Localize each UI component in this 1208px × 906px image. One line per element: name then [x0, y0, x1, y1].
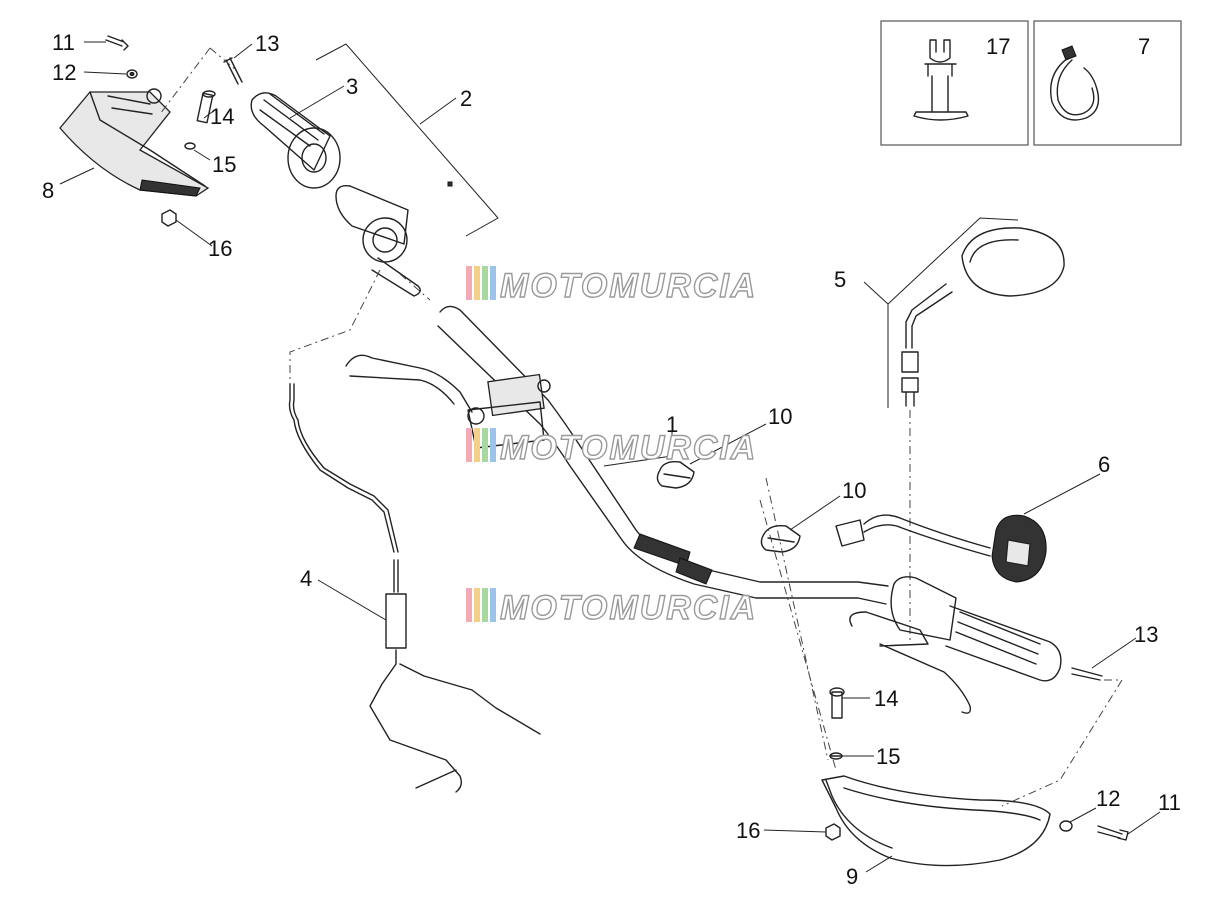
screw-11-left	[105, 35, 129, 51]
callout-10-lower: 10	[842, 478, 866, 503]
callout-12-left: 12	[52, 60, 76, 85]
washer-12-right	[1059, 820, 1073, 832]
callout-7: 7	[1138, 34, 1150, 59]
throttle-housing	[335, 181, 453, 297]
mirror	[901, 227, 1065, 407]
inset-box-17	[880, 20, 1029, 146]
callout-17: 17	[986, 34, 1010, 59]
callout-3: 3	[346, 74, 358, 99]
clip-10-upper	[656, 460, 695, 489]
screw-11-right	[1097, 825, 1129, 841]
callout-6: 6	[1098, 452, 1110, 477]
bolt-14-right	[829, 687, 845, 719]
watermark-text: MOTOMURCIA	[500, 589, 757, 627]
callout-11-right: 11	[1158, 790, 1181, 815]
callout-15-right: 15	[876, 744, 900, 769]
callout-16-left: 16	[208, 236, 232, 261]
nut-16-right	[825, 823, 841, 841]
throttle-grip	[250, 92, 341, 189]
callout-labels: 11 12 13 3 2 14 15 8 16 17 7 5 1 10 10 6…	[42, 30, 1181, 889]
hand-guard-left	[59, 88, 210, 197]
callout-9: 9	[846, 864, 858, 889]
callout-11-left: 11	[52, 30, 75, 55]
washer-12-left	[126, 69, 138, 79]
clip-10-lower	[760, 524, 801, 553]
watermark-text: MOTOMURCIA	[500, 267, 757, 305]
callout-16-right: 16	[736, 818, 760, 843]
handlebar	[437, 305, 889, 605]
callout-5: 5	[834, 267, 846, 292]
grip-right-assembly	[849, 576, 1062, 714]
callout-13-left: 13	[255, 31, 279, 56]
inset-box-7	[1033, 20, 1182, 146]
throttle-cable	[288, 383, 541, 793]
callout-14-right: 14	[874, 686, 898, 711]
screw-13-right	[1071, 667, 1103, 681]
watermark-text: MOTOMURCIA	[500, 429, 757, 467]
callout-14-left: 14	[210, 104, 234, 129]
callout-10-upper: 10	[768, 404, 792, 429]
watermark-3: MOTOMURCIA	[466, 588, 757, 628]
callout-12-right: 12	[1096, 786, 1120, 811]
watermark-2: MOTOMURCIA	[466, 428, 757, 468]
bolt-14-left	[196, 90, 216, 124]
bracket-5	[887, 217, 1019, 408]
nut-15-left	[184, 142, 196, 150]
watermark-1: MOTOMURCIA	[466, 266, 757, 306]
leader-lines	[59, 41, 1161, 873]
callout-15-left: 15	[212, 152, 236, 177]
axis-line-left-guard	[159, 47, 237, 115]
brake-master-left	[345, 354, 551, 449]
callout-2: 2	[460, 86, 472, 111]
callout-4: 4	[300, 566, 312, 591]
callout-1: 1	[666, 412, 678, 437]
axis-line-right-guard	[759, 477, 1123, 807]
callout-8: 8	[42, 178, 54, 203]
callout-13-right: 13	[1134, 622, 1158, 647]
switch-unit-right	[835, 514, 1047, 583]
axis-line-throttle	[289, 269, 431, 384]
nut-16-left	[161, 209, 177, 227]
bracket-2	[315, 43, 499, 237]
hand-guard-right	[821, 775, 1051, 867]
